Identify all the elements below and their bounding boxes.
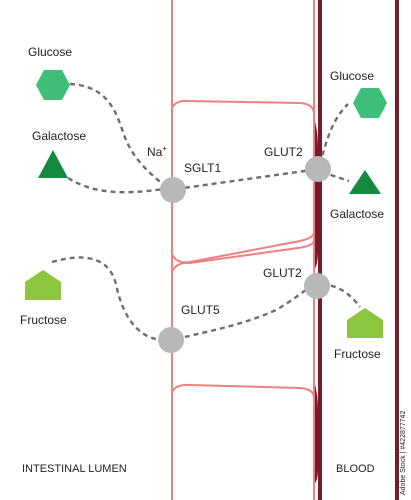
path-galactose-to-sglt1 bbox=[67, 176, 166, 194]
cell-junction-3 bbox=[171, 239, 315, 273]
sodium-charge: + bbox=[162, 144, 167, 153]
side-stock-text: Adobe Stock | #422877742 bbox=[400, 411, 407, 495]
cell-junction-1 bbox=[171, 99, 315, 115]
enterocyte-cells bbox=[171, 0, 315, 500]
transporters bbox=[158, 156, 331, 353]
glucose-left-label: Glucose bbox=[28, 45, 72, 59]
galactose-left-label: Galactose bbox=[32, 129, 86, 143]
path-glut2-to-glucose bbox=[318, 103, 349, 165]
glucose-right-label: Glucose bbox=[330, 69, 374, 83]
fructose-right-label: Fructose bbox=[334, 347, 381, 361]
sodium-label: Na+ bbox=[147, 144, 167, 159]
sglt1-transporter bbox=[160, 177, 186, 203]
glut5-label: GLUT5 bbox=[181, 303, 220, 317]
glut5-transporter bbox=[158, 327, 184, 353]
molecules bbox=[25, 70, 387, 338]
fructose-left-pentagon-icon bbox=[25, 270, 61, 300]
glut2-top-transporter bbox=[305, 156, 331, 182]
glut2-bottom-transporter bbox=[304, 273, 330, 299]
cell-junction-2 bbox=[171, 231, 315, 264]
cell-junction-4 bbox=[171, 383, 315, 399]
sodium-symbol: Na bbox=[147, 145, 163, 159]
galactose-right-label: Galactose bbox=[330, 207, 384, 221]
labels: Glucose Galactose Fructose Glucose Galac… bbox=[20, 45, 407, 495]
path-fructose-to-glut5 bbox=[51, 256, 165, 342]
glucose-right-hexagon-icon bbox=[353, 88, 387, 118]
blood-vessel-right-wall bbox=[395, 0, 399, 500]
path-sglt1-to-glut2 bbox=[175, 168, 313, 191]
path-glut5-to-glut2 bbox=[175, 284, 313, 341]
fructose-right-pentagon-icon bbox=[347, 308, 383, 338]
intestinal-lumen-label: INTESTINAL LUMEN bbox=[22, 463, 127, 475]
glut2-top-label: GLUT2 bbox=[264, 145, 303, 159]
sglt1-label: SGLT1 bbox=[184, 161, 221, 175]
blood-label: BLOOD bbox=[336, 463, 375, 475]
galactose-left-triangle-icon bbox=[38, 150, 68, 178]
galactose-right-triangle-icon bbox=[349, 170, 381, 194]
glut2-bottom-label: GLUT2 bbox=[263, 266, 302, 280]
glucose-left-hexagon-icon bbox=[36, 70, 70, 100]
fructose-left-label: Fructose bbox=[20, 313, 67, 327]
blood-vessel-left-wall bbox=[318, 0, 322, 500]
